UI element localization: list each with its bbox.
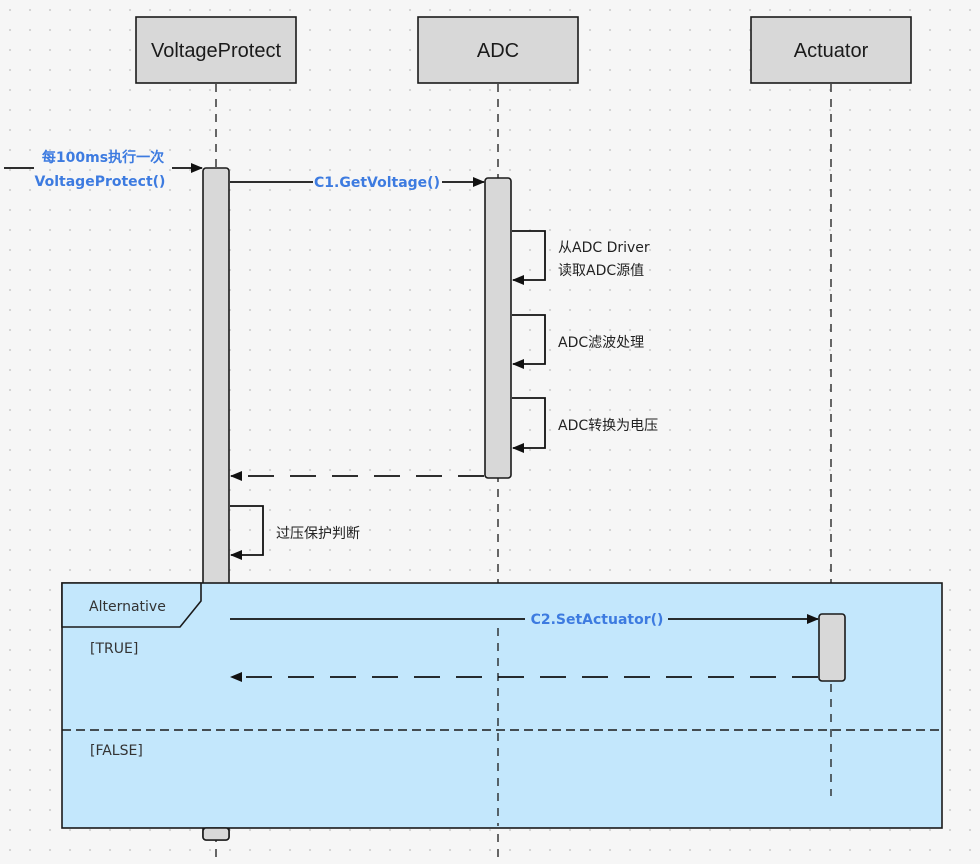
participant-voltage-protect[interactable]: VoltageProtect	[135, 16, 297, 84]
alternative-fragment[interactable]	[61, 582, 943, 829]
self-call-overvoltage-check-label: 过压保护判断	[276, 526, 360, 542]
self-call-read-adc-arrow	[512, 230, 546, 285]
voltage-protect-activation-end	[202, 827, 230, 841]
self-call-adc-filter-label: ADC滤波处理	[558, 335, 644, 351]
self-call-read-adc-label-line1: 从ADC Driver	[558, 240, 650, 256]
trigger-label-line1: 每100ms执行一次	[42, 149, 164, 166]
self-call-adc-convert-label: ADC转换为电压	[558, 417, 658, 434]
alternative-fragment-title: Alternative	[89, 599, 166, 615]
alternative-fragment-tab	[61, 582, 202, 628]
actuator-activation[interactable]	[818, 613, 846, 682]
participant-actuator[interactable]: Actuator	[750, 16, 912, 84]
self-call-read-adc-label-line2: 读取ADC源值	[558, 262, 644, 279]
adc-activation[interactable]	[484, 177, 512, 479]
trigger-label-line2: VoltageProtect()	[35, 174, 166, 190]
get-voltage-label: C1.GetVoltage()	[314, 175, 440, 191]
self-call-overvoltage-check-arrow	[230, 505, 264, 560]
participant-adc-label: ADC	[477, 40, 519, 62]
self-call-adc-convert-arrow	[512, 397, 546, 453]
participant-voltage-protect-label: VoltageProtect	[151, 40, 282, 62]
guard-true-label: [TRUE]	[90, 641, 138, 657]
participant-actuator-label: Actuator	[794, 40, 869, 62]
guard-false-label: [FALSE]	[90, 743, 143, 759]
participant-adc[interactable]: ADC	[417, 16, 579, 84]
set-actuator-label: C2.SetActuator()	[531, 612, 664, 628]
self-call-adc-filter-arrow	[512, 314, 546, 369]
